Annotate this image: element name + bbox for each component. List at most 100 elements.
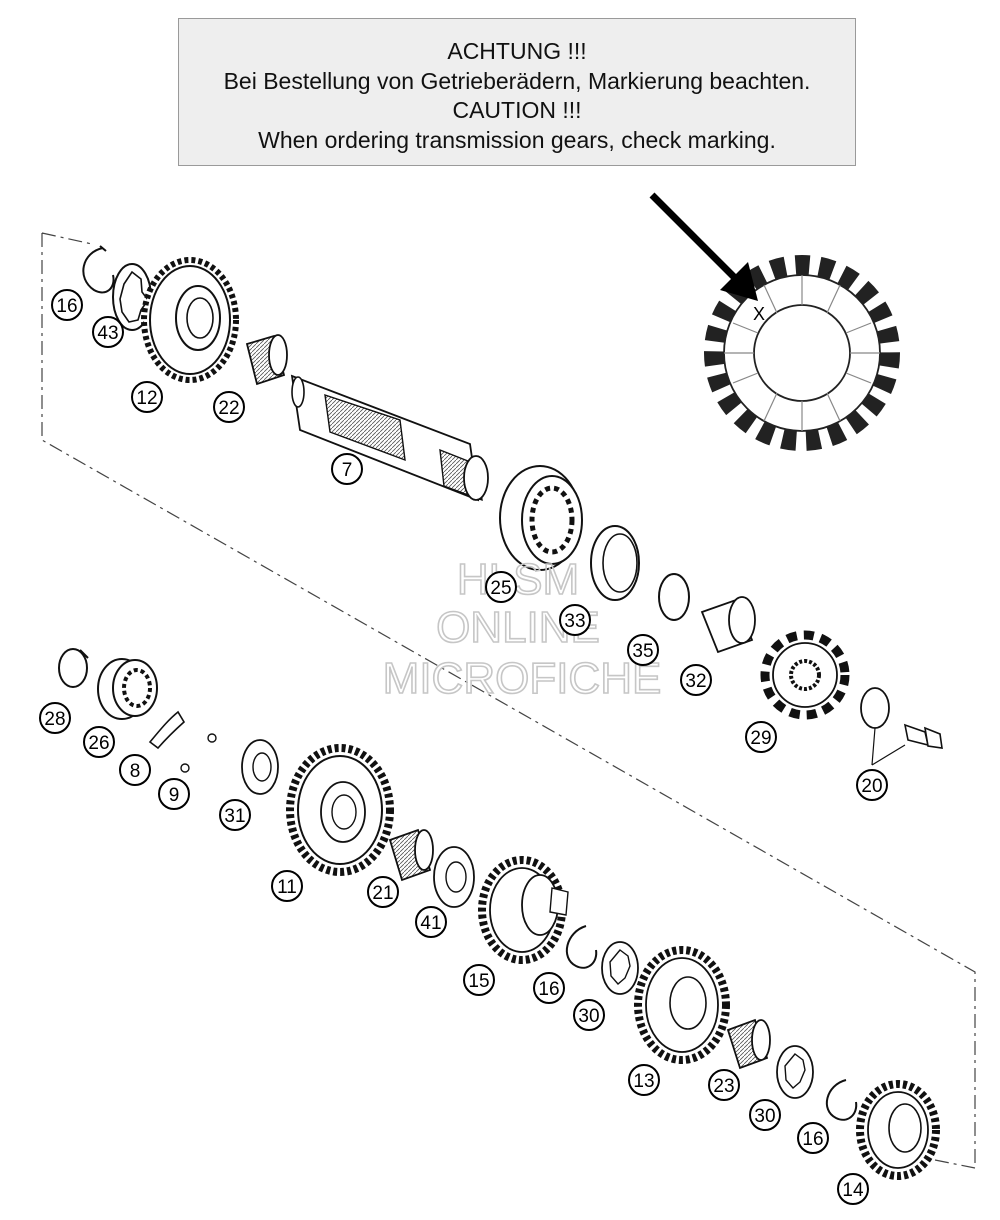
sprocket-29 — [760, 630, 850, 720]
callout-circle — [213, 391, 245, 423]
callout-number: 31 — [224, 806, 245, 827]
callout-30-c30b: 30 — [749, 1099, 781, 1131]
callout-circle — [271, 870, 303, 902]
callout-32-c32: 32 — [680, 664, 712, 696]
spacer-sleeve-32 — [700, 596, 756, 654]
callout-11-c11: 11 — [271, 870, 303, 902]
assembly-dashed-outline — [41, 232, 976, 1169]
o-ring-35 — [658, 573, 690, 621]
callout-21-c21: 21 — [367, 876, 399, 908]
callout-number: 35 — [632, 641, 653, 662]
callout-9-c9: 9 — [158, 778, 190, 810]
part-callouts: 16 43 12 22 7 25 33 35 32 29 20 28 26 8 9 31 11 21 41 15 16 3… — [39, 289, 888, 1205]
callout-circle — [485, 571, 517, 603]
callout-16-c16b: 16 — [533, 972, 565, 1004]
callout-circle — [533, 972, 565, 1004]
callout-12-c12: 12 — [131, 381, 163, 413]
callout-circle — [797, 1122, 829, 1154]
callout-circle — [219, 799, 251, 831]
callout-circle — [367, 876, 399, 908]
callout-circle — [39, 702, 71, 734]
callout-circle — [158, 778, 190, 810]
callout-25-c25: 25 — [485, 571, 517, 603]
notice-line-caution: CAUTION !!! — [452, 97, 582, 123]
callout-16-c16a: 16 — [51, 289, 83, 321]
callout-number: 22 — [218, 398, 239, 419]
callout-number: 28 — [44, 709, 65, 730]
watermark: HLSM ONLINE MICROFICHE — [382, 554, 662, 704]
callout-number: 12 — [136, 388, 157, 409]
callout-number: 13 — [633, 1071, 654, 1092]
callout-number: 43 — [97, 323, 118, 344]
callout-31-c31: 31 — [219, 799, 251, 831]
callout-number: 9 — [169, 785, 180, 806]
callout-number: 23 — [713, 1076, 734, 1097]
circlip-28 — [58, 648, 89, 688]
ball-bearing-25 — [499, 465, 583, 571]
callout-33-c33: 33 — [559, 604, 591, 636]
callout-circle — [837, 1173, 869, 1205]
caution-notice-box: ACHTUNG !!! Bei Bestellung von Getrieber… — [178, 18, 856, 166]
callout-26-c26: 26 — [83, 726, 115, 758]
callout-41-c41: 41 — [415, 906, 447, 938]
gear-13 — [634, 946, 730, 1064]
marking-x: X — [753, 304, 765, 324]
callout-number: 8 — [130, 761, 141, 782]
callout-circle — [627, 634, 659, 666]
callout-20-c20: 20 — [856, 769, 888, 801]
retaining-plate-8 — [148, 710, 186, 750]
callout-circle — [573, 999, 605, 1031]
callout-number: 41 — [420, 913, 441, 934]
callout-8-c8: 8 — [119, 754, 151, 786]
thrust-washer-30-first — [601, 941, 639, 995]
washer-20 — [860, 687, 890, 729]
callout-circle — [628, 1064, 660, 1096]
callout-number: 15 — [468, 971, 489, 992]
callout-7-c7: 7 — [331, 453, 363, 485]
callout-circle — [92, 316, 124, 348]
gear-11 — [286, 744, 394, 876]
callout-number: 33 — [564, 611, 585, 632]
callout-number: 16 — [56, 296, 77, 317]
needle-bearing-21 — [388, 828, 434, 882]
callout-number: 30 — [754, 1106, 775, 1127]
callout-leader-20 — [871, 727, 906, 766]
thrust-washer-30-second — [776, 1045, 814, 1099]
callout-circle — [83, 726, 115, 758]
thrust-washer-41 — [433, 846, 475, 908]
callout-circle — [119, 754, 151, 786]
callout-circle — [331, 453, 363, 485]
marked-gear-detail: X — [704, 255, 900, 451]
callout-number: 26 — [88, 733, 109, 754]
callout-28-c28: 28 — [39, 702, 71, 734]
callout-number: 14 — [842, 1180, 864, 1201]
callout-number: 21 — [372, 883, 393, 904]
marking-arrow — [649, 192, 758, 301]
callout-number: 7 — [342, 460, 353, 481]
watermark-line-1: HLSM — [457, 555, 579, 604]
callout-23-c23: 23 — [708, 1069, 740, 1101]
callout-circle — [415, 906, 447, 938]
circlip-16-middle — [566, 925, 598, 969]
circlip-16-top — [82, 245, 115, 294]
needle-bearing-23 — [726, 1018, 771, 1070]
callout-13-c13: 13 — [628, 1064, 660, 1096]
callout-29-c29: 29 — [745, 721, 777, 753]
callout-number: 29 — [750, 728, 771, 749]
needle-bearing-22 — [245, 334, 288, 386]
callout-number: 30 — [578, 1006, 599, 1027]
ball-bearing-26 — [97, 658, 158, 720]
callout-35-c35: 35 — [627, 634, 659, 666]
thrust-washer-31 — [241, 739, 279, 795]
callout-16-c16c: 16 — [797, 1122, 829, 1154]
callout-circle — [559, 604, 591, 636]
notice-line-german: Bei Bestellung von Getrieberädern, Marki… — [223, 67, 811, 94]
callout-circle — [463, 964, 495, 996]
bolt-20 — [903, 723, 943, 749]
watermark-line-3: MICROFICHE — [383, 654, 662, 703]
screw-9 — [180, 733, 217, 773]
shaft-seal-33 — [590, 525, 640, 601]
callout-number: 25 — [490, 578, 511, 599]
callout-number: 32 — [685, 671, 706, 692]
